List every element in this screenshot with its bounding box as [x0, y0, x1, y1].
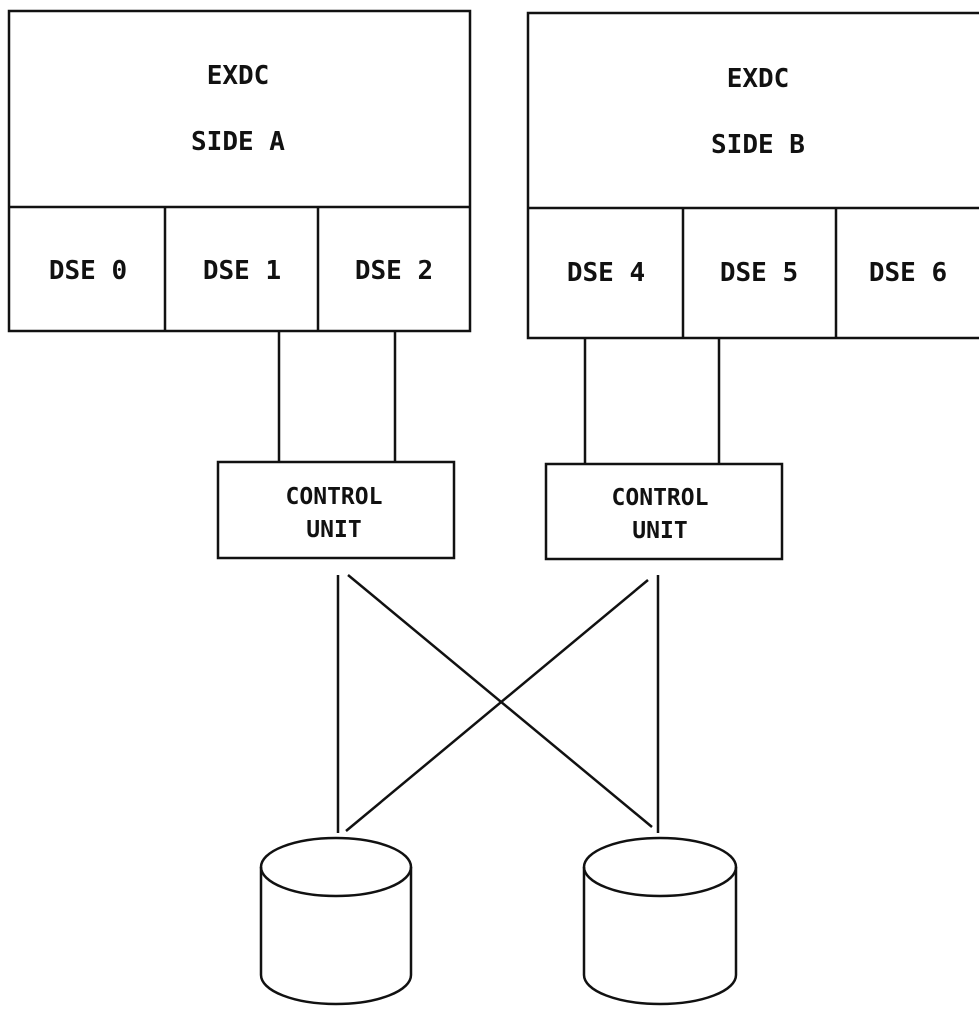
disk-left	[259, 836, 413, 1006]
disk-right-icon	[582, 836, 738, 1006]
dse-5-label: DSE 5	[720, 258, 798, 288]
exdc-side-a-title: EXDC	[207, 61, 270, 91]
control-unit-left-line2: UNIT	[306, 517, 361, 543]
link-right-cu-to-left-disk	[345, 579, 649, 832]
exdc-side-b-title: EXDC	[727, 64, 790, 94]
dse-4-label: DSE 4	[567, 258, 645, 288]
link-left-cu-to-right-disk	[347, 574, 653, 828]
disk-left-icon	[259, 836, 413, 1006]
exdc-side-b-frame	[526, 11, 979, 340]
exdc-side-b: EXDC SIDE B DSE 4 DSE 5 DSE 6	[526, 11, 979, 340]
control-unit-left: CONTROL UNIT	[216, 460, 456, 560]
control-unit-right-line1: CONTROL	[612, 485, 709, 511]
control-unit-right-box	[544, 462, 784, 561]
disk-right-rim	[582, 866, 738, 898]
exdc-side-b-subtitle: SIDE B	[711, 130, 805, 160]
disk-left-rim	[259, 866, 413, 898]
dse-6-label: DSE 6	[869, 258, 947, 288]
exdc-side-a: EXDC SIDE A DSE 0 DSE 1 DSE 2	[7, 9, 472, 333]
exdc-side-a-subtitle: SIDE A	[191, 127, 285, 157]
control-to-disk-links	[336, 574, 660, 833]
exdc-side-a-frame	[7, 9, 472, 333]
control-unit-left-line1: CONTROL	[286, 484, 383, 510]
control-unit-left-box	[216, 460, 456, 560]
dse-to-control-links	[277, 331, 721, 464]
dse-2-label: DSE 2	[355, 256, 433, 286]
disk-right	[582, 836, 738, 1006]
dse-1-label: DSE 1	[203, 256, 281, 286]
control-unit-right: CONTROL UNIT	[544, 462, 784, 561]
dse-0-label: DSE 0	[49, 256, 127, 286]
control-unit-right-line2: UNIT	[632, 518, 687, 544]
